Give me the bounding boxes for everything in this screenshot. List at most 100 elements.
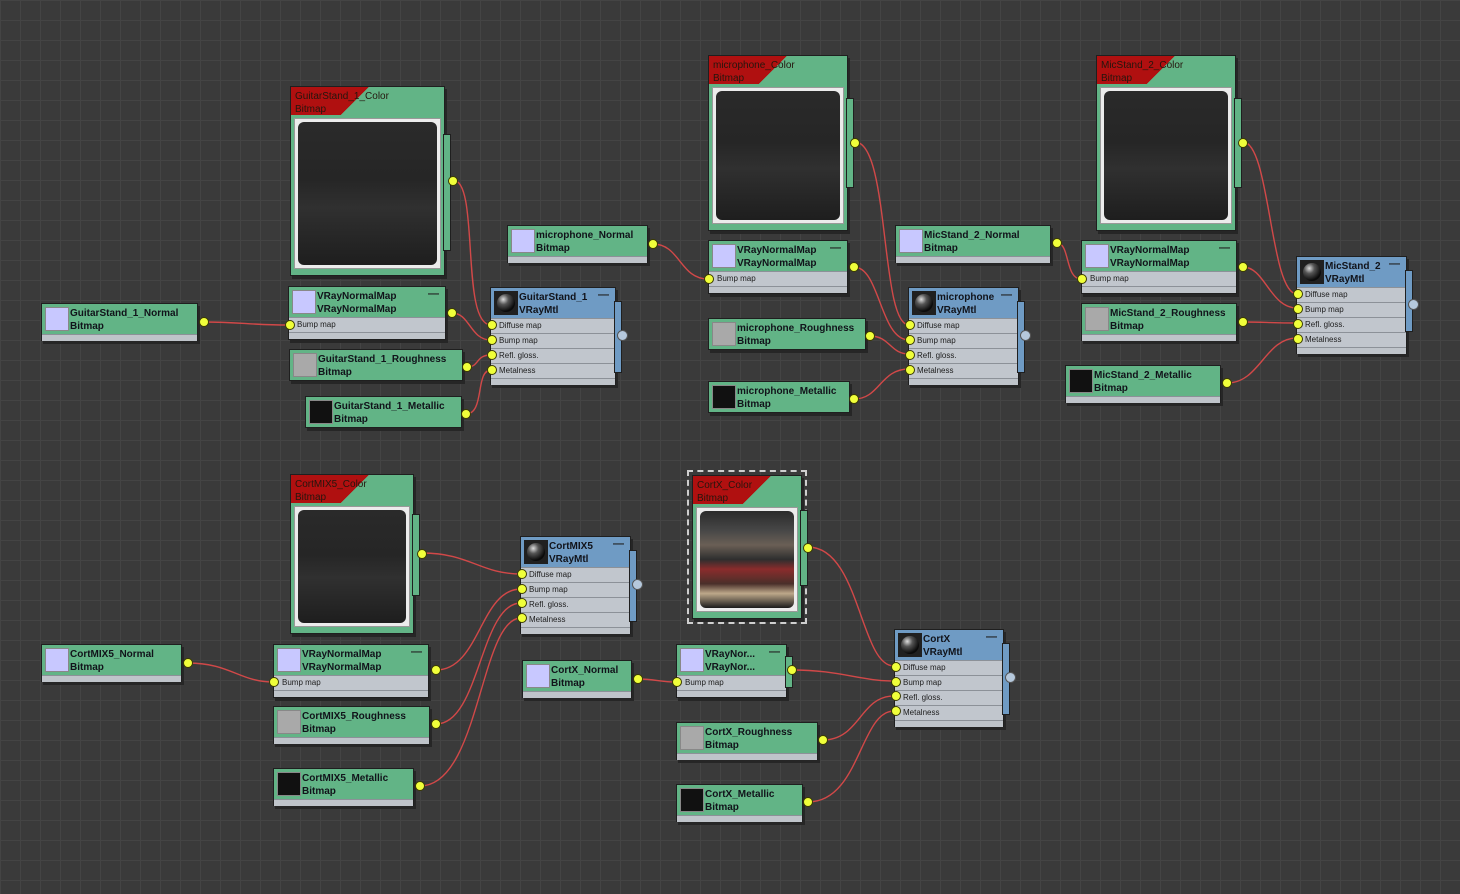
output-socket[interactable]	[1238, 317, 1248, 327]
input-socket-metalness[interactable]	[905, 365, 915, 375]
input-socket-diffuse[interactable]	[1293, 289, 1303, 299]
output-socket[interactable]	[803, 797, 813, 807]
slot-metalness[interactable]: Metalness	[1297, 332, 1406, 347]
texture-node-microphone-color[interactable]: microphone_Color Bitmap	[708, 55, 848, 231]
output-socket[interactable]	[648, 239, 658, 249]
slot-diffuse-map[interactable]: Diffuse map	[1297, 287, 1406, 302]
collapse-button[interactable]: —	[1389, 258, 1400, 270]
output-socket[interactable]	[818, 735, 828, 745]
slot-metalness[interactable]: Metalness	[909, 363, 1018, 378]
input-socket-metalness[interactable]	[517, 613, 527, 623]
input-socket[interactable]	[672, 677, 682, 687]
output-socket[interactable]	[461, 409, 471, 419]
material-output-socket[interactable]	[617, 330, 628, 341]
slot-metalness[interactable]: Metalness	[491, 363, 615, 378]
output-socket[interactable]	[1222, 378, 1232, 388]
input-socket[interactable]	[1077, 274, 1087, 284]
input-socket-bump[interactable]	[891, 677, 901, 687]
input-socket-metalness[interactable]	[487, 365, 497, 375]
slot-bump-map[interactable]: Bump map	[491, 333, 615, 348]
output-socket[interactable]	[865, 331, 875, 341]
collapse-button[interactable]: —	[986, 631, 997, 643]
input-socket-gloss[interactable]	[891, 691, 901, 701]
output-socket[interactable]	[183, 658, 193, 668]
output-socket[interactable]	[417, 549, 427, 559]
slot-diffuse-map[interactable]: Diffuse map	[909, 318, 1018, 333]
output-socket[interactable]	[803, 543, 813, 553]
output-socket[interactable]	[431, 719, 441, 729]
slot-metalness[interactable]: Metalness	[895, 705, 1003, 720]
output-socket[interactable]	[415, 781, 425, 791]
slot-bump-map[interactable]: Bump map	[677, 675, 786, 690]
collapse-button[interactable]: —	[769, 646, 780, 658]
output-socket[interactable]	[199, 317, 209, 327]
input-socket-gloss[interactable]	[1293, 319, 1303, 329]
slot-bump-map[interactable]: Bump map	[895, 675, 1003, 690]
collapse-button[interactable]: —	[1001, 289, 1012, 301]
output-socket[interactable]	[849, 394, 859, 404]
input-socket-bump[interactable]	[905, 335, 915, 345]
slot-refl-gloss[interactable]: Refl. gloss.	[521, 597, 630, 612]
output-socket[interactable]	[448, 176, 458, 186]
input-socket-bump[interactable]	[1293, 304, 1303, 314]
collapse-button[interactable]: —	[830, 242, 841, 254]
collapse-button[interactable]: —	[428, 288, 439, 300]
slot-bump-map[interactable]: Bump map	[521, 582, 630, 597]
slot-bump-map[interactable]: Bump map	[909, 333, 1018, 348]
output-socket[interactable]	[462, 362, 472, 372]
input-socket-metalness[interactable]	[891, 706, 901, 716]
input-socket-diffuse[interactable]	[487, 320, 497, 330]
material-output-socket[interactable]	[632, 579, 643, 590]
output-socket[interactable]	[431, 665, 441, 675]
input-socket[interactable]	[704, 274, 714, 284]
output-socket[interactable]	[787, 665, 797, 675]
slot-refl-gloss[interactable]: Refl. gloss.	[895, 690, 1003, 705]
output-socket[interactable]	[1238, 138, 1248, 148]
input-socket[interactable]	[285, 320, 295, 330]
slot-bump-map[interactable]: Bump map	[1297, 302, 1406, 317]
slot-refl-gloss[interactable]: Refl. gloss.	[491, 348, 615, 363]
slot-bump-map[interactable]: Bump map	[274, 675, 428, 690]
slot-metalness[interactable]: Metalness	[521, 612, 630, 627]
output-socket[interactable]	[1238, 262, 1248, 272]
input-socket-diffuse[interactable]	[517, 569, 527, 579]
collapse-button[interactable]: —	[613, 538, 624, 550]
input-socket-metalness[interactable]	[1293, 334, 1303, 344]
input-socket-bump[interactable]	[487, 335, 497, 345]
collapse-button[interactable]: —	[411, 646, 422, 658]
texture-node-cortx-color[interactable]: CortX_Color Bitmap	[687, 470, 807, 624]
input-socket[interactable]	[269, 677, 279, 687]
slot-diffuse-map[interactable]: Diffuse map	[521, 567, 630, 582]
texture-node-cortmix5-color[interactable]: CortMIX5_Color Bitmap	[290, 474, 414, 634]
input-socket-gloss[interactable]	[905, 350, 915, 360]
input-socket-gloss[interactable]	[487, 350, 497, 360]
vraynormalmap-node-cortx[interactable]: VRayNor...VRayNor... — Bump map	[676, 644, 787, 698]
material-output-socket[interactable]	[1005, 672, 1016, 683]
input-socket-gloss[interactable]	[517, 598, 527, 608]
slot-bump-map[interactable]: Bump map	[1082, 271, 1236, 286]
slot-bump-map[interactable]: Bump map	[709, 271, 847, 286]
